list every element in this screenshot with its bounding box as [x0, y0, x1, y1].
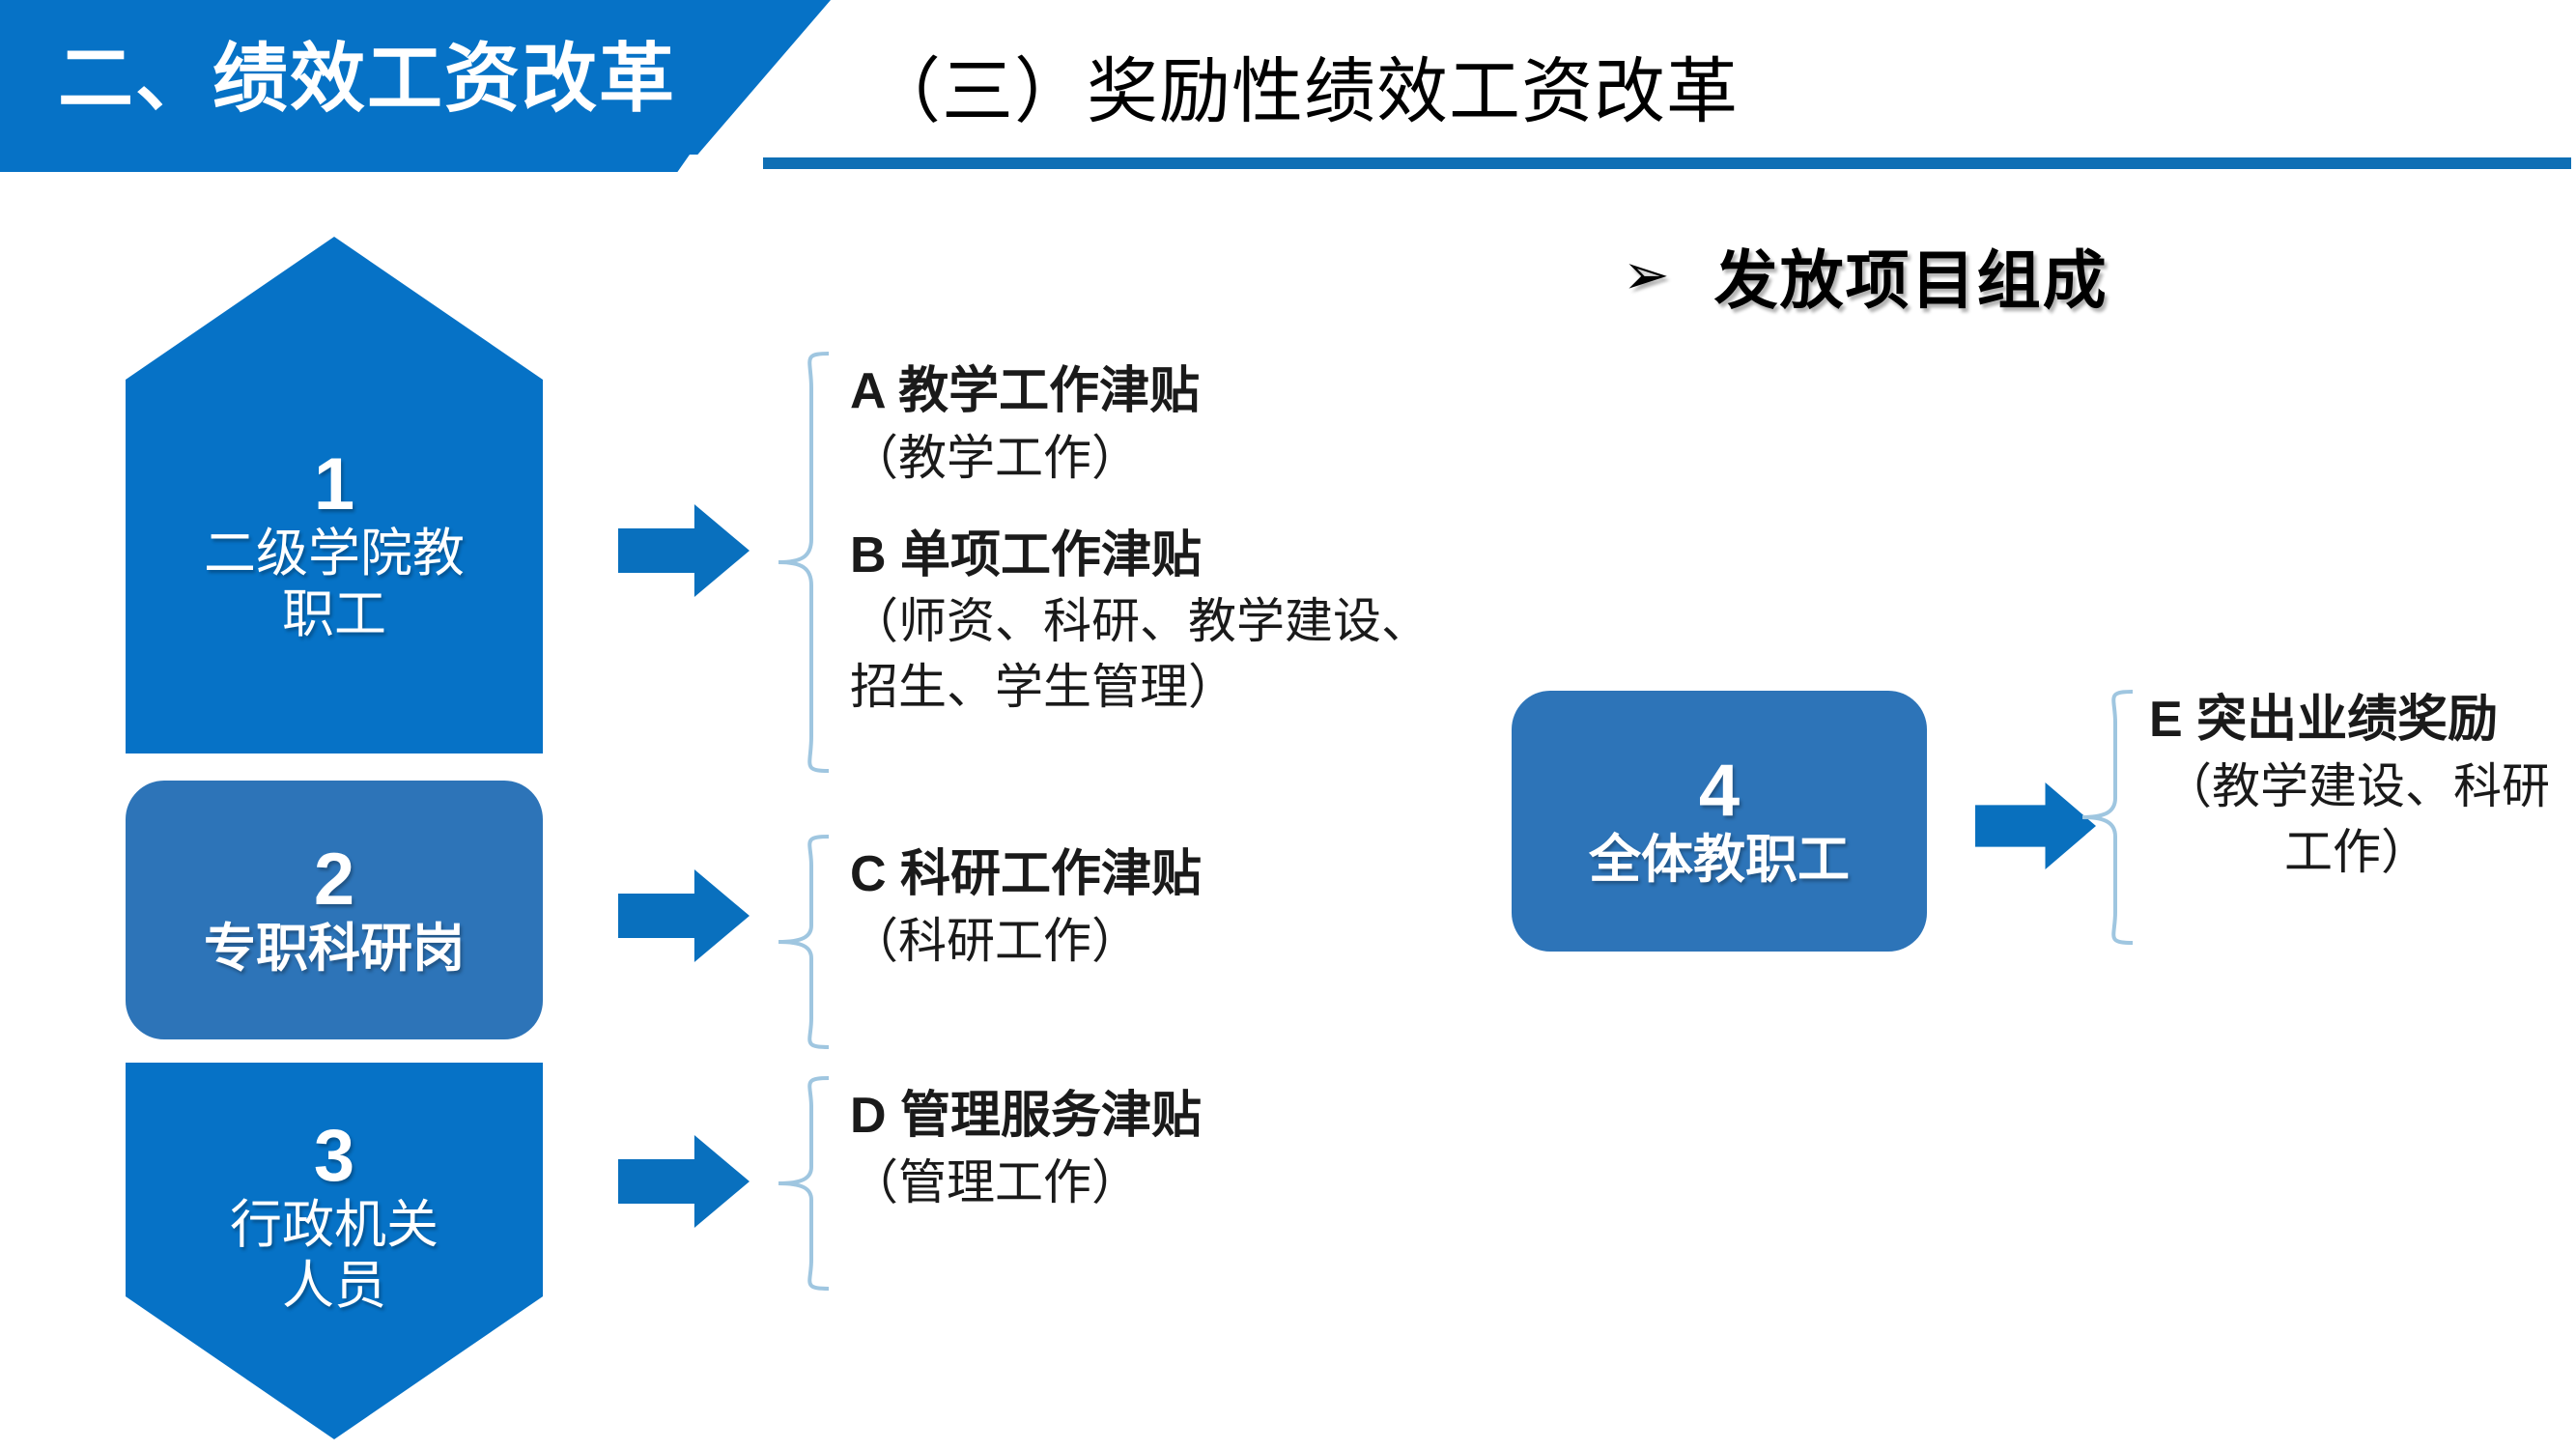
- item-c-title: C 科研工作津贴: [850, 846, 1203, 902]
- item-c-detail: （科研工作）: [850, 913, 1140, 968]
- group-number-2: 2: [313, 838, 355, 921]
- item-a-detail: （教学工作）: [850, 430, 1140, 485]
- group-caption-3-line1: 行政机关: [230, 1196, 439, 1255]
- item-e-title: E 突出业绩奖励: [2149, 692, 2499, 748]
- item-b-title: B 单项工作津贴: [850, 526, 1203, 583]
- right-section-heading: ➢ 发放项目组成: [1623, 232, 2109, 319]
- header-blue-band: [0, 0, 831, 166]
- header-rule-mask: [0, 155, 742, 172]
- right-arrow-icon-3: [618, 1135, 750, 1228]
- item-e: E 突出业绩奖励 （教学建设、科研工作）: [2149, 688, 2564, 885]
- group-shape-3[interactable]: 3 行政机关 人员: [126, 1063, 543, 1439]
- curly-brace-e: [2077, 688, 2144, 949]
- group-shape-4[interactable]: 4 全体教职工: [1512, 691, 1927, 952]
- curly-brace-ab: [773, 350, 840, 775]
- arrow-bullet-icon: ➢: [1623, 243, 1670, 306]
- group-number-4: 4: [1698, 749, 1741, 832]
- right-arrow-icon-2: [618, 869, 750, 962]
- item-b-detail: （师资、科研、教学建设、招生、学生管理）: [850, 594, 1430, 715]
- item-a-title: A 教学工作津贴: [850, 363, 1201, 419]
- group-number-1: 1: [313, 443, 355, 526]
- item-e-detail: （教学建设、科研工作）: [2164, 758, 2550, 879]
- item-d-detail: （管理工作）: [850, 1154, 1140, 1209]
- item-d: D 管理服务津贴 （管理工作）: [850, 1084, 1391, 1215]
- group-caption-1-line1: 二级学院教: [204, 525, 465, 583]
- item-c: C 科研工作津贴 （科研工作）: [850, 842, 1391, 974]
- curly-brace-c: [773, 833, 840, 1051]
- item-a: A 教学工作津贴 （教学工作）: [850, 359, 1430, 491]
- group-caption-4-line1: 全体教职工: [1589, 830, 1850, 889]
- header-section-tab-label: 二、绩效工资改革: [58, 36, 677, 121]
- item-b: B 单项工作津贴 （师资、科研、教学建设、招生、学生管理）: [850, 524, 1430, 721]
- group-caption-2-line1: 专职科研岗: [204, 919, 465, 978]
- item-d-title: D 管理服务津贴: [850, 1088, 1203, 1144]
- header-diagonal-notch: [676, 155, 763, 174]
- page-title: （三）奖励性绩效工资改革: [869, 50, 1739, 131]
- group-number-3: 3: [313, 1115, 355, 1198]
- right-arrow-icon-1: [618, 504, 750, 597]
- group-caption-1-line2: 职工: [282, 584, 386, 643]
- group-caption-3-line2: 人员: [282, 1256, 386, 1315]
- item-list-ab: A 教学工作津贴 （教学工作） B 单项工作津贴 （师资、科研、教学建设、招生、…: [850, 359, 1430, 720]
- group-shape-2[interactable]: 2 专职科研岗: [126, 781, 543, 1039]
- right-section-heading-label: 发放项目组成: [1713, 244, 2109, 316]
- group-shape-1[interactable]: 1 二级学院教 职工: [126, 237, 543, 753]
- curly-brace-d: [773, 1074, 840, 1293]
